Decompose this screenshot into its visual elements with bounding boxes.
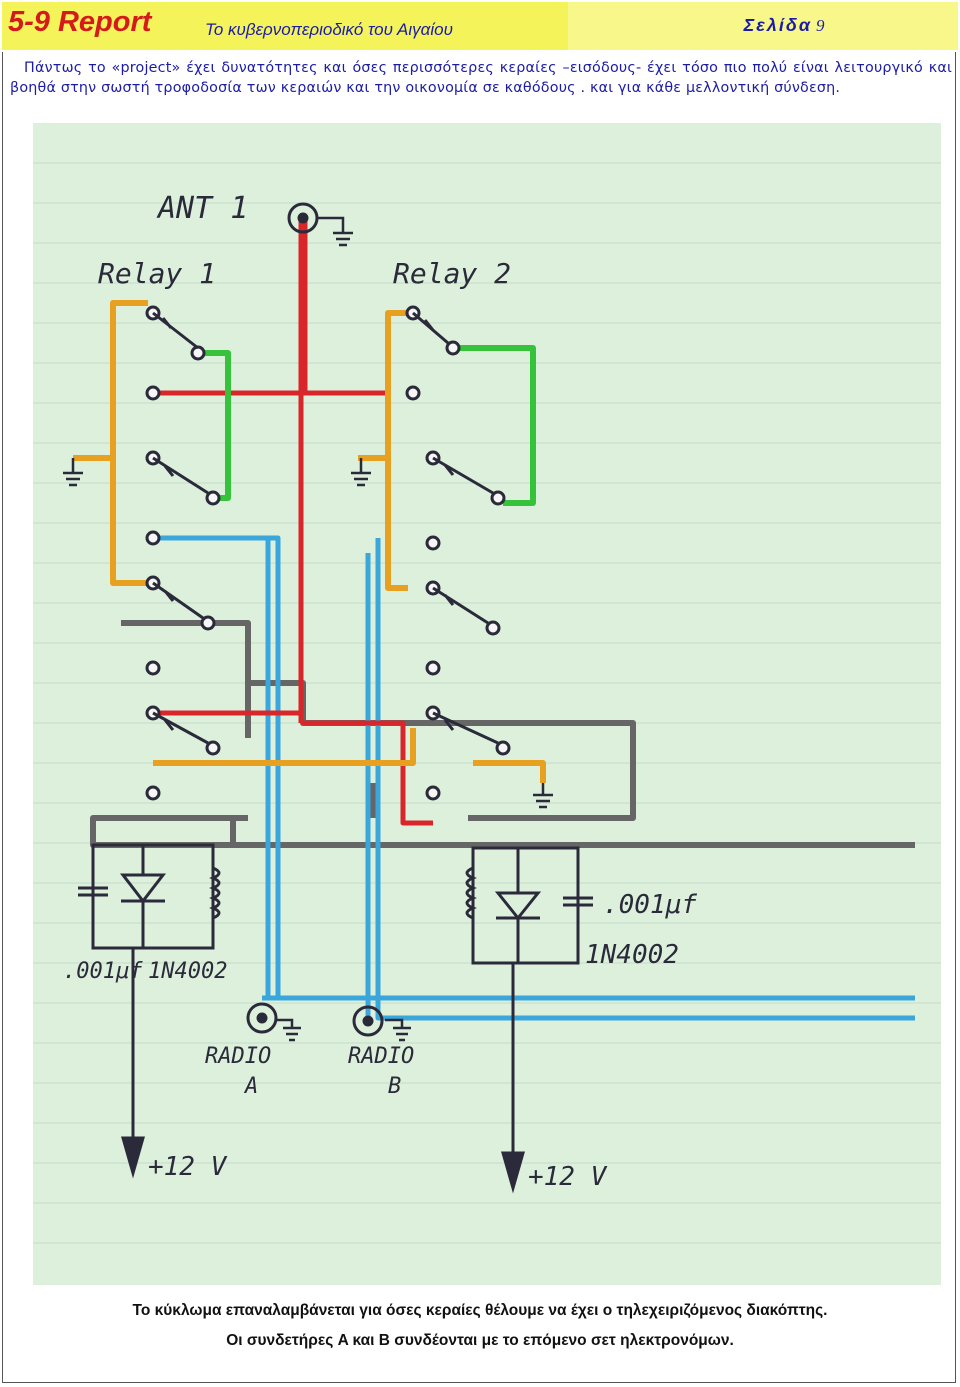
right-diode-icon xyxy=(494,891,542,921)
blue-wires xyxy=(158,535,915,1021)
radio-a-label-line2: A xyxy=(243,1074,258,1099)
radio-b-label-line1: RADIO xyxy=(348,1044,414,1069)
left-coil-icon xyxy=(209,866,221,920)
relay-switch-schematic: ANT 1 Relay 1 Relay 2 .001μf 1N4002 .001… xyxy=(33,162,941,1244)
page-frame xyxy=(2,52,956,1383)
right-diode-label: 1N4002 xyxy=(585,940,679,970)
left-cap-label: .001μf xyxy=(63,959,143,984)
left-diode-icon xyxy=(119,873,167,904)
ground-icon xyxy=(351,458,371,487)
ground-icon xyxy=(63,458,83,487)
header-left-panel xyxy=(2,2,568,50)
radio-a-label-line1: RADIO xyxy=(205,1044,271,1069)
magazine-title: 5-9 Report xyxy=(8,6,152,38)
right-supply-label: +12 V xyxy=(528,1162,608,1192)
orange-wires xyxy=(73,300,546,783)
page-label: Σελίδα xyxy=(743,15,812,35)
right-supply-arrow-icon xyxy=(501,1151,525,1194)
gray-wires xyxy=(90,620,915,848)
coax-connectors xyxy=(246,202,384,1037)
antenna-label: ANT 1 xyxy=(156,191,248,226)
ant1-connector-icon xyxy=(287,202,319,234)
ground-icon xyxy=(318,216,353,247)
right-coil-icon xyxy=(465,866,477,920)
intro-paragraph: Πάντως το «project» έχει δυνατότητες και… xyxy=(10,60,952,96)
figure-caption-line2: Οι συνδετήρες A και B συνδέονται με το ε… xyxy=(226,1332,734,1349)
radio-a-connector-icon xyxy=(246,1002,278,1034)
left-supply-arrow-icon xyxy=(121,1136,145,1179)
figure-caption-line1: Το κύκλωμα επαναλαμβάνεται για όσες κερα… xyxy=(132,1302,828,1319)
schematic-figure: ANT 1 Relay 1 Relay 2 .001μf 1N4002 .001… xyxy=(33,123,941,1285)
header-bar: 5-9 Report Το κυβερνοπεριοδικό του Αιγαί… xyxy=(0,0,960,52)
right-cap-label: .001μf xyxy=(603,890,697,920)
right-filter-network xyxy=(465,846,593,1194)
radio-b-label-line2: B xyxy=(388,1074,401,1099)
left-filter-network xyxy=(78,843,221,1179)
left-supply-label: +12 V xyxy=(148,1152,228,1182)
header-right-panel xyxy=(568,2,958,50)
ground-icon xyxy=(275,1018,301,1042)
ground-symbols xyxy=(63,216,553,1042)
relay-switch-arms xyxy=(152,311,499,745)
relay1-label: Relay 1 xyxy=(98,257,216,290)
ground-icon xyxy=(385,1018,411,1042)
page-number: 9 xyxy=(816,16,825,35)
magazine-subtitle: Το κυβερνοπεριοδικό του Αιγαίου xyxy=(205,20,453,39)
radio-b-connector-icon xyxy=(352,1005,384,1037)
ground-icon xyxy=(533,783,553,809)
red-wires xyxy=(153,218,433,826)
left-diode-label: 1N4002 xyxy=(148,959,227,984)
relay2-label: Relay 2 xyxy=(393,257,511,290)
